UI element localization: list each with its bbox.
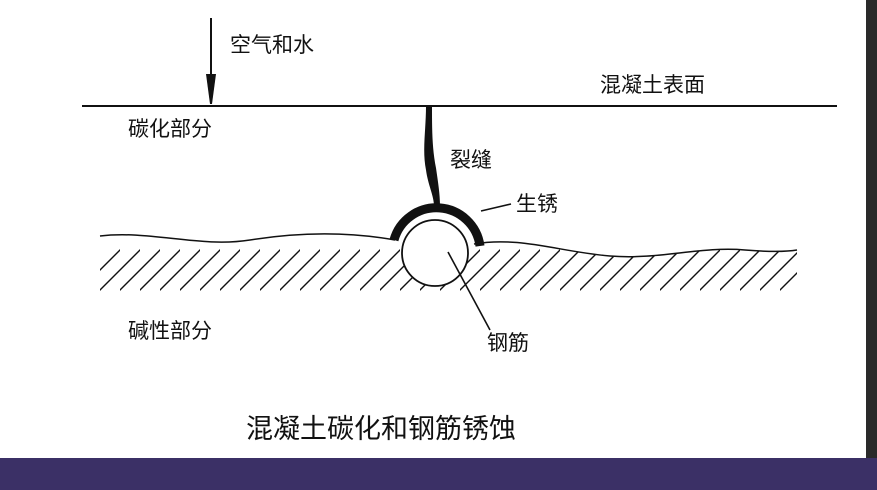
arrow-head-icon [206, 74, 216, 104]
diagram-caption: 混凝土碳化和钢筋锈蚀 [246, 414, 516, 445]
carbonation-front-line [99, 233, 798, 258]
crack-shape [424, 106, 440, 206]
alkaline-zone-label: 碱性部分 [128, 319, 212, 343]
rust-label: 生锈 [516, 192, 558, 216]
rust-leader-line [480, 203, 512, 212]
air-water-label: 空气和水 [230, 33, 314, 57]
rebar-label: 钢筋 [487, 331, 529, 355]
rebar-leader-line [447, 251, 491, 331]
rust-layer [389, 203, 485, 247]
crack-label: 裂缝 [450, 148, 492, 172]
concrete-surface-label: 混凝土表面 [600, 73, 705, 97]
frame-right-edge [866, 0, 877, 458]
carbonated-zone-label: 碳化部分 [128, 117, 212, 141]
bottom-bar [0, 458, 877, 490]
rebar-circle [401, 219, 469, 287]
